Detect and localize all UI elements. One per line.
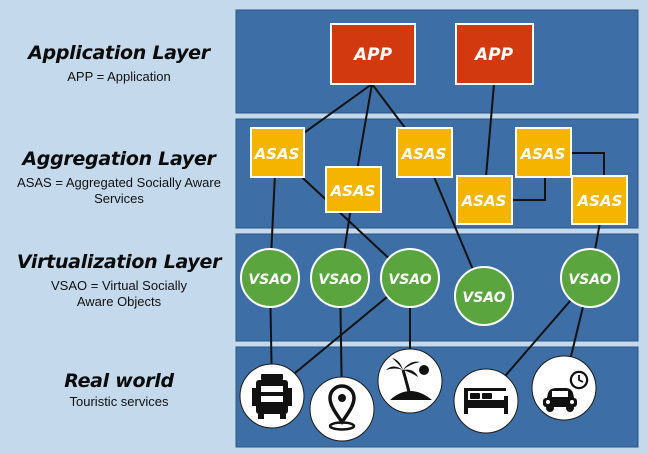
vsao-node: VSAO [310,248,370,308]
layer-title: Real world [64,370,174,392]
asas-box: ASAS [571,175,628,225]
vsao-label: VSAO [388,272,431,288]
vsao-node: VSAO [560,248,620,308]
aggregation-layer-label: Aggregation Layer ASAS = Aggregated Soci… [0,148,238,207]
vsao-label: VSAO [248,272,291,288]
app-box: APP [455,23,534,85]
vsao-node: VSAO [240,248,300,308]
app-box: APP [330,23,416,85]
real-world-layer-label: Real world Touristic services [0,370,238,410]
vsao-label: VSAO [568,272,611,288]
layer-description: Touristic services [69,394,169,409]
car-rental-icon [531,355,597,421]
asas-label: ASAS [401,145,447,163]
asas-label: ASAS [461,192,507,210]
bed-icon [453,368,519,434]
asas-label: ASAS [577,192,623,210]
asas-box: ASAS [325,166,382,213]
layer-title: Application Layer [28,42,210,64]
application-layer-panel [235,9,639,114]
app-label: APP [352,45,393,65]
asas-box: ASAS [396,127,453,178]
vsao-node: VSAO [380,248,440,308]
asas-label: ASAS [254,145,300,163]
vsao-label: VSAO [318,272,361,288]
layer-description: APP = Application [67,69,171,84]
layer-description: VSAO = Virtual Socially Aware Objects [51,278,187,309]
vsao-node: VSAO [454,266,514,326]
asas-box: ASAS [250,127,305,178]
layer-title: Virtualization Layer [16,251,222,273]
virtualization-layer-label: Virtualization Layer VSAO = Virtual Soci… [0,251,238,310]
layer-title: Aggregation Layer [22,148,216,170]
vsao-label: VSAO [462,290,505,306]
asas-box: ASAS [456,175,513,225]
application-layer-label: Application Layer APP = Application [0,42,238,85]
location-pin-icon [309,376,375,442]
asas-label: ASAS [520,145,566,163]
hotel-building-icon [239,363,305,429]
island-beach-icon [377,348,443,414]
app-label: APP [473,45,514,65]
layer-description: ASAS = Aggregated Socially Aware Service… [17,175,221,206]
asas-label: ASAS [330,182,376,200]
asas-box: ASAS [515,127,572,178]
